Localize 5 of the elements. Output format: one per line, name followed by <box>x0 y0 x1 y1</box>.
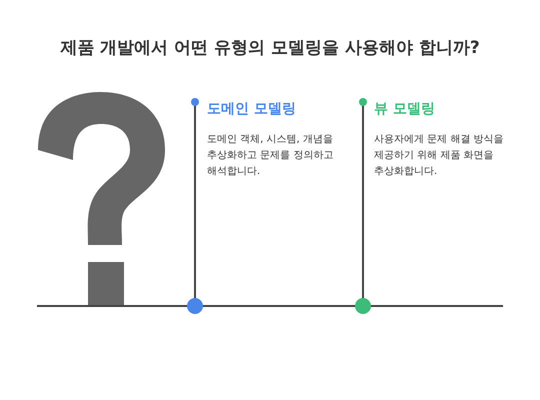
heading: 뷰 모델링 <box>374 100 435 118</box>
heading: 도메인 모델링 <box>207 100 296 118</box>
description: 도메인 객체, 시스템, 개념을 추상화하고 문제를 정의하고 해석합니다. <box>207 133 334 179</box>
title: 제품 개발에서 어떤 유형의 모델링을 사용해야 합니까? <box>59 37 481 59</box>
description: 사용자에게 문제 해결 방식을 제공하기 위해 제품 화면을 추상화합니다. <box>374 133 505 179</box>
